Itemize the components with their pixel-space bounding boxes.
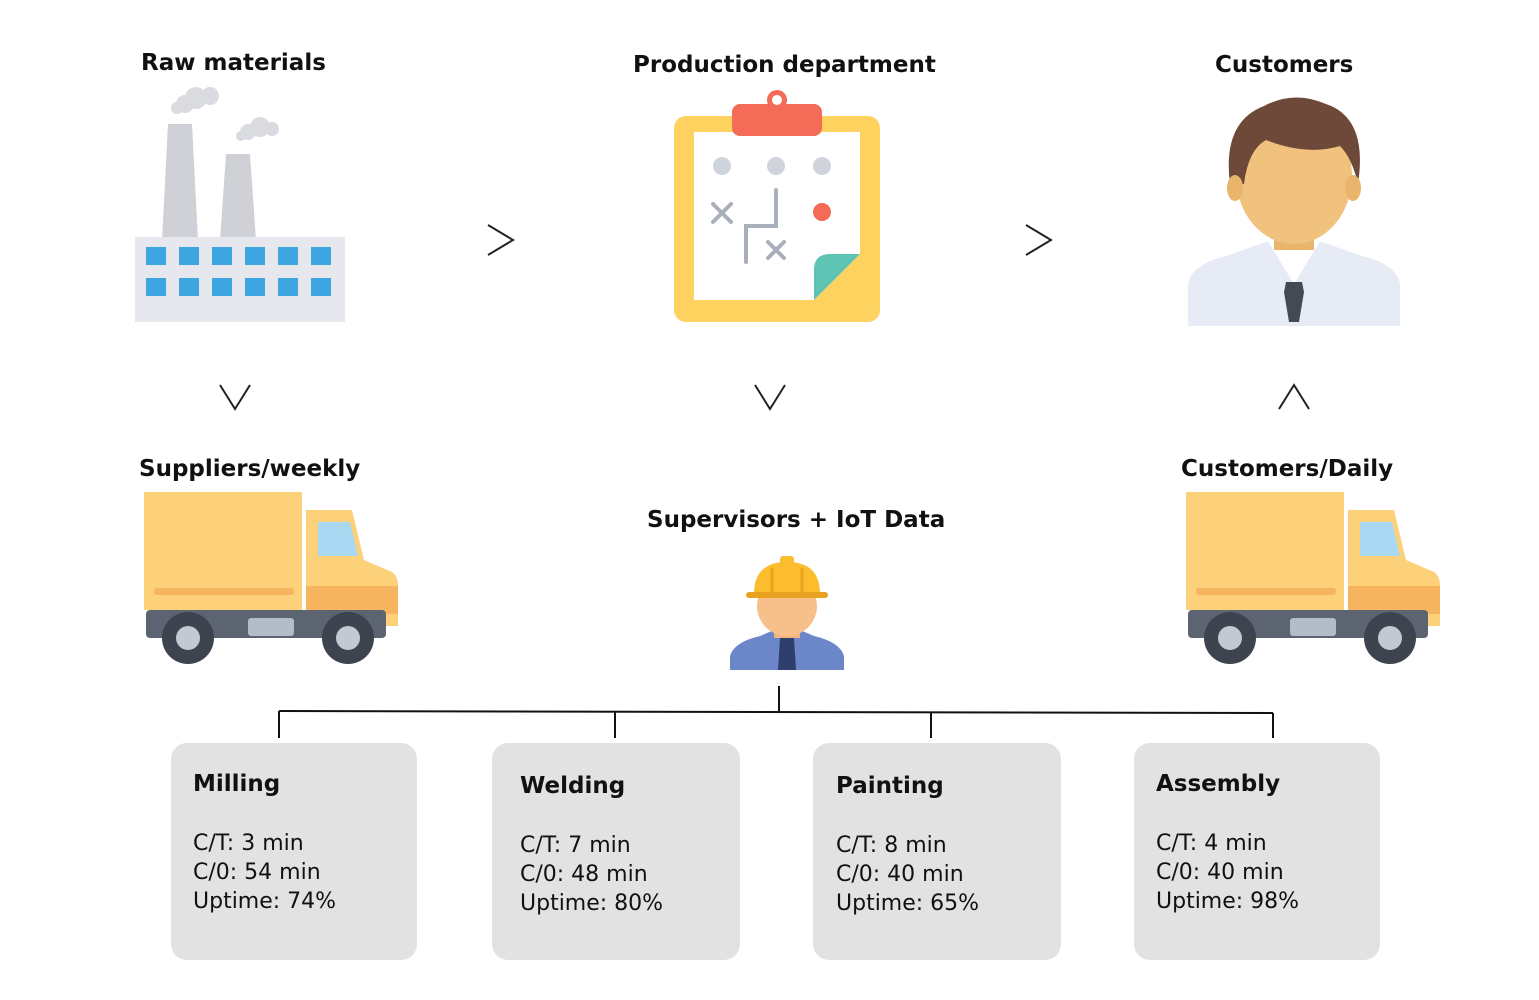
process-box-milling: Milling C/T: 3 min C/0: 54 min Uptime: 7… [171, 743, 417, 960]
changeover-time: C/0: 48 min [520, 862, 648, 887]
delivery-truck-icon [144, 492, 398, 664]
cycle-time: C/T: 3 min [193, 831, 304, 856]
changeover-time: C/0: 40 min [1156, 860, 1284, 885]
process-box-assembly: Assembly C/T: 4 min C/0: 40 min Uptime: … [1134, 743, 1380, 960]
production-department-label: Production department [633, 52, 936, 78]
process-metrics: C/T: 4 min C/0: 40 min Uptime: 98% [1156, 829, 1299, 916]
process-metrics: C/T: 7 min C/0: 48 min Uptime: 80% [520, 831, 663, 918]
cycle-time: C/T: 7 min [520, 833, 631, 858]
process-box-painting: Painting C/T: 8 min C/0: 40 min Uptime: … [813, 743, 1061, 960]
customers-label: Customers [1215, 52, 1354, 78]
process-title: Milling [193, 771, 281, 797]
process-metrics: C/T: 8 min C/0: 40 min Uptime: 65% [836, 831, 979, 918]
businessman-icon [1188, 97, 1400, 326]
uptime: Uptime: 80% [520, 891, 664, 916]
cycle-time: C/T: 8 min [836, 833, 947, 858]
process-title: Assembly [1156, 771, 1281, 797]
process-title: Painting [836, 773, 944, 799]
process-box-welding: Welding C/T: 7 min C/0: 48 min Uptime: 8… [492, 743, 740, 960]
arrow-down-icon [754, 384, 786, 411]
suppliers-weekly-label: Suppliers/weekly [139, 456, 361, 482]
cycle-time: C/T: 4 min [1156, 831, 1267, 856]
arrow-up-icon [1278, 383, 1310, 410]
factory-icon [135, 87, 345, 322]
arrow-down-icon [219, 384, 251, 411]
arrow-right-icon [1025, 224, 1053, 256]
clipboard-plan-icon [674, 90, 880, 322]
uptime: Uptime: 65% [836, 891, 980, 916]
customers-daily-label: Customers/Daily [1181, 456, 1394, 482]
construction-worker-icon [730, 556, 844, 670]
changeover-time: C/0: 40 min [836, 862, 964, 887]
arrow-right-icon [487, 224, 515, 256]
delivery-truck-icon [1186, 492, 1440, 664]
raw-materials-label: Raw materials [141, 50, 326, 76]
uptime: Uptime: 98% [1156, 889, 1300, 914]
changeover-time: C/0: 54 min [193, 860, 321, 885]
uptime: Uptime: 74% [193, 889, 337, 914]
process-title: Welding [520, 773, 626, 799]
process-metrics: C/T: 3 min C/0: 54 min Uptime: 74% [193, 829, 336, 916]
supervisors-iot-label: Supervisors + IoT Data [647, 507, 946, 533]
